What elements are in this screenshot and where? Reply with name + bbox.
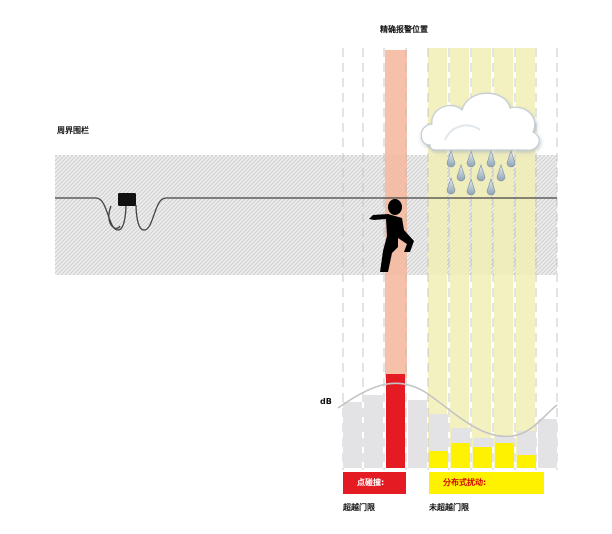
under-threshold-label: 未超越门限 — [429, 503, 469, 512]
point-hit-tag: 点碰撞: — [343, 472, 406, 494]
raindrops — [446, 150, 516, 196]
rain-cloud-icon — [420, 92, 540, 151]
fiber-cable — [55, 197, 557, 231]
db-axis-label: dB — [320, 397, 332, 406]
sensor-box-icon — [118, 193, 136, 206]
perimeter-fence-label: 周界围栏 — [57, 126, 89, 135]
distributed-disturbance-label: 分布式扰动: — [443, 478, 487, 487]
point-hit-label: 点碰撞: — [357, 478, 385, 487]
distributed-disturbance-tag: 分布式扰动: — [429, 472, 544, 494]
intruder-icon — [369, 199, 414, 272]
precise-alarm-location-title: 精确报警位置 — [380, 25, 428, 34]
threshold-curve — [337, 382, 558, 438]
signal-bars — [343, 374, 557, 468]
over-threshold-label: 超越门限 — [343, 503, 375, 512]
weather-bands — [428, 48, 535, 468]
zone-dividers — [342, 48, 558, 470]
